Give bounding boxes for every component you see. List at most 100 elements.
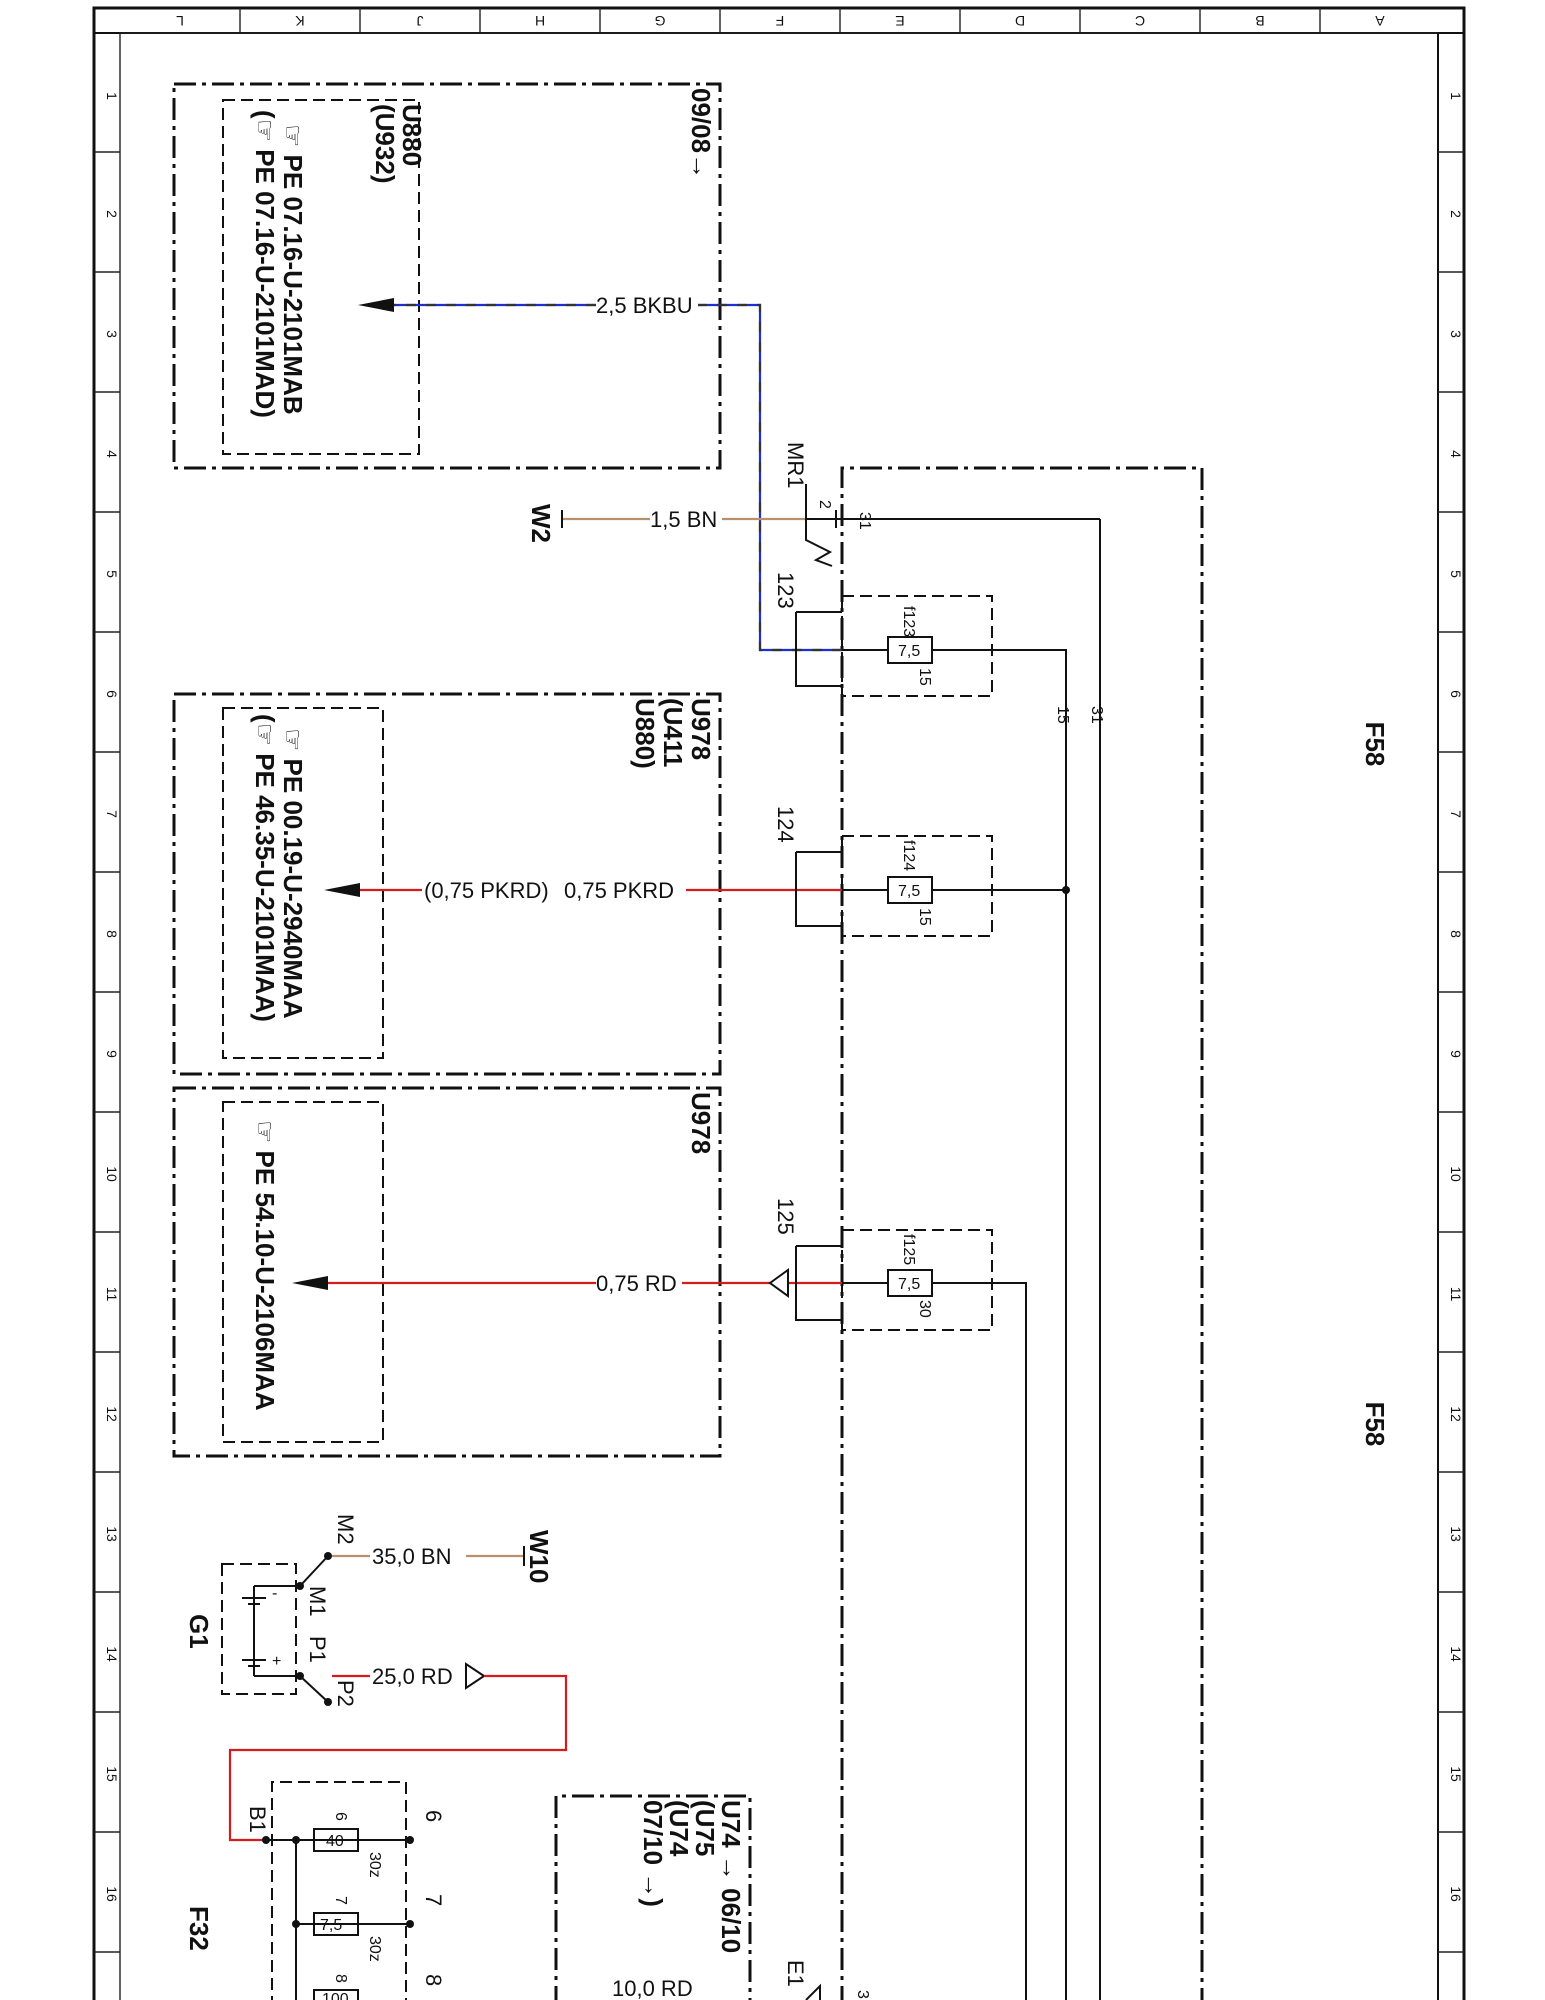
fuse-f123-name: f123 (900, 606, 917, 637)
wire-6-plug-icon (465, 1662, 486, 1690)
b1-label: B1 (245, 1806, 270, 1833)
mr1-pin-2: 2 (816, 500, 833, 509)
connector-125-label: 125 (773, 1198, 798, 1235)
wire-0-75-pkrd: (0,75 PKRD) 0,75 PKRD (324, 878, 842, 903)
box1-ref-2: (☞ PE 07.16-U-2101MAD) (250, 110, 280, 418)
row-label-right-2: 2 (1448, 210, 1464, 218)
row-label-right-13: 13 (1448, 1526, 1464, 1542)
box2-code-1: U978 (686, 698, 716, 760)
f58-label-bottom: F58 (1360, 1402, 1390, 1447)
box1-code-2: U880 (397, 104, 427, 166)
connector-123-label: 123 (773, 572, 798, 609)
row-label-right-14: 14 (1448, 1646, 1464, 1662)
row-label-right-6: 6 (1448, 690, 1464, 698)
wire-4-label: 0,75 RD (596, 1271, 677, 1296)
row-label-right-10: 10 (1448, 1166, 1464, 1182)
battery-g1: - + G1 M1 M2 P1 P2 (184, 1514, 358, 1707)
row-label-right-3: 3 (1448, 330, 1464, 338)
row-label-right-11: 11 (1448, 1287, 1464, 1302)
f58-bus-lines: 15 31 (1000, 519, 1105, 2000)
row-label-right-9: 9 (1448, 1050, 1464, 1058)
col-label-j: J (417, 13, 424, 29)
col-label-f: F (776, 13, 785, 29)
col-label-h: H (535, 13, 545, 29)
row-label-5: 5 (104, 570, 120, 578)
col-label-a: A (1375, 13, 1385, 29)
wire-2-5-bkbu: 2,5 BKBU (358, 293, 842, 652)
f58-fuse-box: F58 F58 (840, 466, 1390, 2000)
row-label-right-7: 7 (1448, 810, 1464, 818)
box2-ref-2: (☞ PE 46.35-U-2101MAA) (250, 714, 280, 1022)
f32-fuse-6-rating: 40 (326, 1833, 344, 1850)
row-label-2: 2 (104, 210, 120, 218)
bus-15-label: 15 (1054, 706, 1071, 724)
row-label-1: 1 (104, 92, 120, 100)
battery-minus: - (272, 1585, 277, 1602)
fuse-f124-name: f124 (900, 840, 917, 871)
row-label-11: 11 (104, 1287, 120, 1302)
connector-124-label: 124 (773, 806, 798, 843)
f32-fuse-6-pin: 6 (332, 1812, 349, 1821)
wire-1-5-bn: 1,5 BN W2 (526, 504, 806, 543)
fuse-f125-name: f125 (900, 1234, 917, 1265)
e1-pin-label: 3 (854, 1990, 871, 1999)
wire-5-label: 35,0 BN (372, 1544, 452, 1569)
wire-2-label: 1,5 BN (650, 507, 717, 532)
box1-ref-1: ☞ PE 07.16-U-2101MAB (278, 124, 308, 415)
fuse-f124-term: 15 (916, 908, 933, 926)
fuse-f124-rating: 7,5 (898, 883, 920, 900)
m2-label: M2 (333, 1514, 358, 1545)
fuse-f123-rating: 7,5 (898, 643, 920, 660)
box4-code-3: (U74 (664, 1800, 694, 1857)
wire-1-arrow-icon (358, 298, 394, 312)
component-box-3: U978 ☞ PE 54.10-U-2106MAA (172, 1086, 722, 1458)
box4-code-2: (U75 (690, 1800, 720, 1856)
f32-fuse-8-pin: 8 (332, 1974, 349, 1983)
wire-4-plug-icon (768, 1268, 789, 1298)
f32-fuse-8-out: 8 (421, 1974, 446, 1986)
mr1-label: MR1 (783, 442, 808, 488)
row-label-15: 15 (104, 1766, 120, 1782)
component-box-1: 09/08→ U880 (U932) ☞ PE 07.16-U-2101MAB … (172, 82, 722, 470)
col-label-e: E (895, 13, 904, 29)
row-label-right-4: 4 (1448, 450, 1464, 458)
component-box-2: U978 (U411 U880) ☞ PE 00.19-U-2940MAA (☞… (172, 692, 722, 1076)
box2-code-2: (U411 (658, 698, 688, 767)
fuse-f123: f123 7,5 15 123 (773, 572, 1000, 697)
wire-25-rd: 25,0 RD (228, 1662, 568, 1842)
f32-fuse-6-out: 6 (421, 1810, 446, 1822)
row-label-13: 13 (104, 1526, 120, 1542)
mr1-pin-31: 31 (856, 512, 873, 530)
wire-0-75-rd: 0,75 RD (292, 1268, 842, 1298)
f32-fuse-7-pin: 7 (332, 1896, 349, 1905)
f32-label: F32 (184, 1906, 214, 1951)
bus-31-label: 31 (1088, 706, 1105, 724)
col-label-k: K (295, 13, 305, 29)
p1-label: P1 (305, 1636, 330, 1663)
box4-code-1: U74 → 06/10 (716, 1800, 746, 1953)
fuse-f125-rating: 7,5 (898, 1276, 920, 1293)
mr1-connector: MR1 2 31 (783, 442, 1100, 567)
wire-6-label: 25,0 RD (372, 1664, 453, 1689)
row-ruler: 1 2 3 4 5 6 7 8 9 10 11 12 13 14 15 16 1… (94, 92, 1464, 1953)
p2-label: P2 (333, 1680, 358, 1707)
ground-w10-label: W10 (524, 1530, 554, 1583)
f58-label-top: F58 (1360, 722, 1390, 767)
row-label-7: 7 (104, 810, 120, 818)
col-label-b: B (1255, 13, 1264, 29)
f32-fuse-8-rating: 100 (322, 1991, 349, 2000)
box3-ref-1: ☞ PE 54.10-U-2106MAA (250, 1120, 280, 1411)
fuse-f125-term: 30 (916, 1300, 933, 1318)
row-label-16: 16 (104, 1886, 120, 1902)
col-label-l: L (176, 13, 184, 29)
component-box-4: U74 → 06/10 (U75 (U74 07/10 →) (554, 1794, 752, 2000)
box3-code-1: U978 (686, 1092, 716, 1154)
row-label-4: 4 (104, 450, 120, 458)
col-label-g: G (655, 13, 666, 29)
row-label-right-8: 8 (1448, 930, 1464, 938)
wire-10-rd: 10,0 RD E1 3 (612, 1960, 871, 2000)
col-label-d: D (1015, 13, 1025, 29)
battery-plus: + (272, 1653, 281, 1670)
fuse-f124: f124 7,5 15 124 (773, 806, 1000, 937)
